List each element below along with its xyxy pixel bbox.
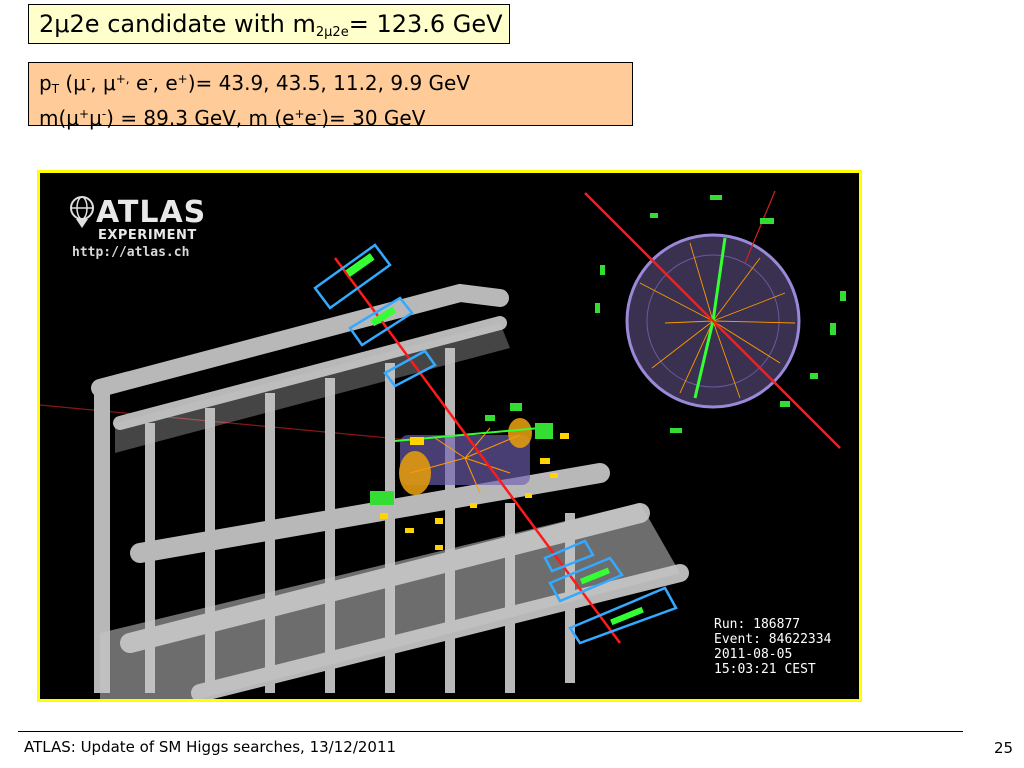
outer-muon-hits <box>595 195 846 433</box>
mass-part-e: )= 30 GeV <box>321 106 426 130</box>
chamber-hits <box>345 253 644 626</box>
event-time: 15:03:21 CEST <box>714 662 816 677</box>
logo-subtitle: EXPERIMENT <box>98 228 197 243</box>
transverse-view <box>584 190 846 449</box>
pt-charge4: + <box>177 72 188 86</box>
mass-charge3: + <box>294 107 305 121</box>
slide-title: 2μ2e candidate with m2μ2e= 123.6 GeV <box>28 4 510 44</box>
mass-charge1: + <box>79 107 90 121</box>
chamber-bottom-3 <box>568 586 678 645</box>
pt-charge3: - <box>148 72 153 86</box>
transverse-tracks <box>639 242 796 399</box>
page-number: 25 <box>994 739 1014 757</box>
calorimeter-barrel <box>400 435 530 485</box>
coil-structure-fill <box>100 323 680 699</box>
pt-muon2: , μ <box>90 71 116 95</box>
mass-part-b: μ <box>89 106 102 130</box>
endcap-cluster-right <box>508 418 532 448</box>
title-text: 2μ2e candidate with m <box>39 10 316 38</box>
transverse-muon-track <box>584 192 841 449</box>
muon-chambers <box>313 243 678 645</box>
coil-upper-inner <box>113 316 507 430</box>
transverse-momenta-line: pT (μ-, μ+, e-, e+)= 43.9, 43.5, 11.2, 9… <box>39 67 632 102</box>
tracker-ring <box>646 254 780 388</box>
mass-charge2: - <box>101 107 107 121</box>
title-value: = 123.6 GeV <box>348 10 503 38</box>
event-display: ATLAS EXPERIMENT http://atlas.ch Run: 18… <box>37 170 862 702</box>
mass-part-c: ) = 89.3 GeV, m (e <box>106 106 295 130</box>
muon-track <box>333 257 622 644</box>
chamber-bottom-2 <box>548 556 624 603</box>
run-info: Run: 186877 Event: 84622334 2011-08-05 1… <box>714 617 831 677</box>
footer-divider <box>18 731 963 732</box>
pt-subscript: T <box>51 82 60 96</box>
endcap-cluster-left <box>399 451 431 495</box>
kinematics-box: pT (μ-, μ+, e-, e+)= 43.9, 43.5, 11.2, 9… <box>28 62 633 130</box>
logo-url: http://atlas.ch <box>72 245 190 260</box>
inner-detector <box>370 403 569 550</box>
coil-upper <box>91 283 509 397</box>
pt-charge2: +, <box>115 72 130 86</box>
logo-name: ATLAS <box>96 195 207 230</box>
transverse-muon-track-2 <box>744 190 776 264</box>
pt-electron1: e <box>129 71 149 95</box>
mass-part-a: m(μ <box>39 106 80 130</box>
detector-illustration <box>40 190 846 699</box>
chamber-top-1 <box>313 243 392 310</box>
atlas-logo: ATLAS EXPERIMENT http://atlas.ch <box>68 193 205 263</box>
invariant-mass-line: m(μ+μ-) = 89.3 GeV, m (e+e-)= 30 GeV <box>39 102 632 131</box>
transverse-electron-1 <box>711 237 727 322</box>
title-subscript: 2μ2e <box>315 25 349 40</box>
transverse-electron-2 <box>693 320 715 399</box>
event-number: Event: 84622334 <box>714 632 832 647</box>
pt-values: )= 43.9, 43.5, 11.2, 9.9 GeV <box>187 71 471 95</box>
pt-symbol: p <box>39 71 52 95</box>
coil-middle <box>130 463 610 563</box>
pt-charge1: - <box>85 72 91 86</box>
mass-charge4: - <box>316 107 322 121</box>
chamber-top-2 <box>348 296 414 347</box>
upper-structure <box>115 323 510 453</box>
run-number: Run: 186877 <box>714 617 801 632</box>
yellow-hit-clusters <box>380 433 569 550</box>
mass-part-d: e <box>304 106 317 130</box>
lower-structure <box>100 503 680 699</box>
green-hit-clusters <box>370 403 553 505</box>
chamber-bottom-1 <box>543 539 595 573</box>
footer-text: ATLAS: Update of SM Higgs searches, 13/1… <box>24 738 397 756</box>
event-date: 2011-08-05 <box>714 647 793 662</box>
pt-muon1: (μ <box>59 71 86 95</box>
pt-electron2: , e <box>152 71 178 95</box>
globe-icon <box>70 196 94 228</box>
chamber-top-3 <box>383 349 437 388</box>
